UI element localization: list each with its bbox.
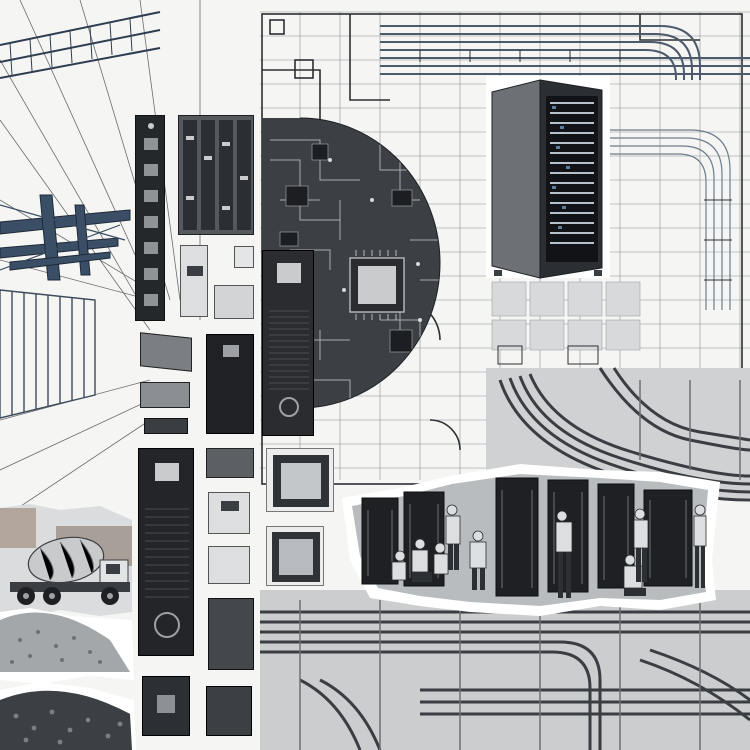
power-distribution-unit — [135, 115, 165, 321]
ups-cabinet-1 — [206, 334, 254, 434]
small-ups-unit — [180, 245, 208, 317]
ups-cabinet-2 — [262, 250, 314, 436]
fan-module — [140, 382, 190, 408]
ups-cabinet-icon — [269, 263, 309, 417]
server-blade — [208, 598, 254, 670]
network-switch — [144, 418, 188, 434]
module-icon — [183, 120, 251, 230]
cpu-chip-icon — [273, 455, 329, 507]
circuit-module — [206, 448, 254, 478]
small-module-box — [214, 285, 254, 319]
processor-chip-2 — [266, 526, 324, 586]
circuit-board-icon — [157, 695, 175, 713]
ups-cabinet-icon — [145, 463, 189, 638]
ups-cabinet-icon — [187, 266, 203, 276]
processor-chip-1 — [266, 448, 334, 512]
motherboard — [142, 676, 190, 736]
module-icon — [221, 501, 239, 511]
breaker-box — [208, 492, 250, 534]
ups-cabinet-icon — [223, 345, 239, 357]
ups-cabinet-3 — [138, 448, 194, 656]
equipment-module-bank — [178, 115, 254, 235]
mixer-truck-icon — [10, 536, 130, 605]
worker-icon — [391, 504, 707, 598]
small-module — [234, 246, 254, 268]
cpu-chip-icon — [272, 532, 320, 582]
power-strip-icon — [144, 123, 158, 306]
breaker-box-2 — [208, 546, 250, 584]
control-board — [206, 686, 252, 736]
gravel-icon — [10, 630, 102, 664]
